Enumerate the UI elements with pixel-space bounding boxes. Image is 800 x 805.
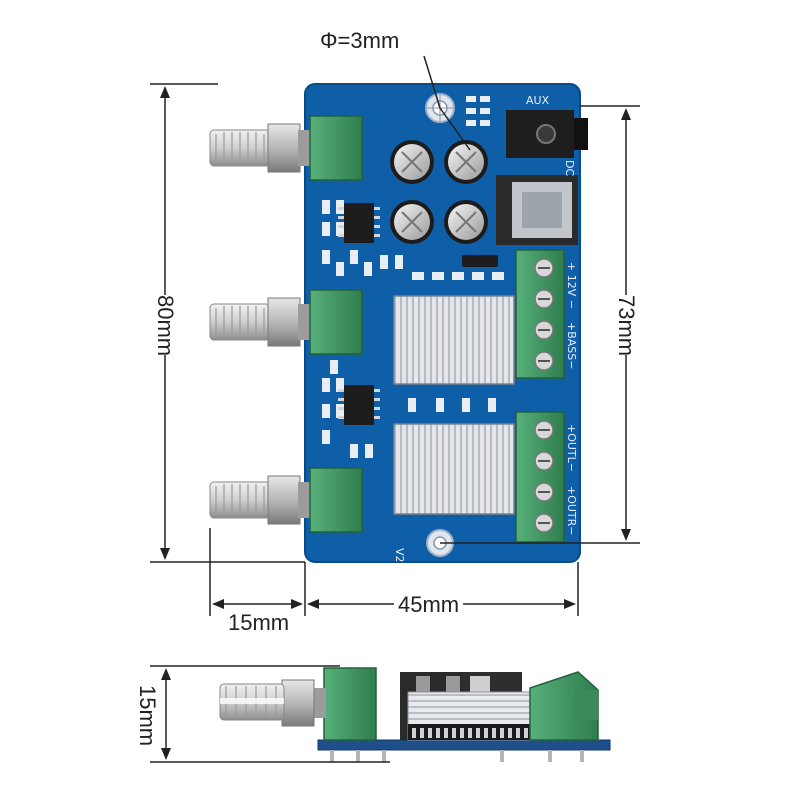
- height-overall-label: 80mm: [152, 295, 178, 357]
- hole-diameter-label: Φ=3mm: [320, 28, 400, 54]
- heatsink-2: [393, 423, 515, 515]
- dc-jack: [496, 175, 578, 245]
- side-view: [219, 667, 611, 762]
- outl-label: +OUTL−: [565, 424, 578, 472]
- op-amp-ic-2: [344, 385, 374, 425]
- pcb-top-view: AUX DC + 12V −: [304, 83, 588, 563]
- aux-jack: [506, 110, 588, 158]
- outr-label: +OUTR−: [565, 486, 578, 536]
- dc-label: DC: [563, 160, 576, 176]
- dimension-lines-side: [150, 665, 390, 763]
- capacitors: [390, 140, 488, 244]
- aux-label: AUX: [526, 94, 550, 107]
- op-amp-ic-1: [344, 203, 374, 243]
- width-board-label: 45mm: [394, 592, 464, 618]
- smd-components: [322, 96, 504, 484]
- height-terminals-label: 73mm: [613, 295, 639, 357]
- fuse: [462, 255, 498, 267]
- thickness-label: 15mm: [135, 685, 160, 747]
- bass-label: +BASS−: [565, 322, 578, 369]
- version-label: V2: [393, 548, 406, 563]
- terminal-block-outputs: [515, 411, 565, 543]
- potentiometer-bottom: [209, 467, 363, 533]
- potentiometer-middle: [209, 289, 363, 355]
- heatsink-1: [393, 295, 515, 385]
- terminal-block-power-bass: [515, 249, 565, 379]
- power-label: + 12V −: [565, 262, 578, 309]
- width-pot-offset-label: 15mm: [228, 610, 290, 635]
- potentiometer-top: [209, 115, 363, 181]
